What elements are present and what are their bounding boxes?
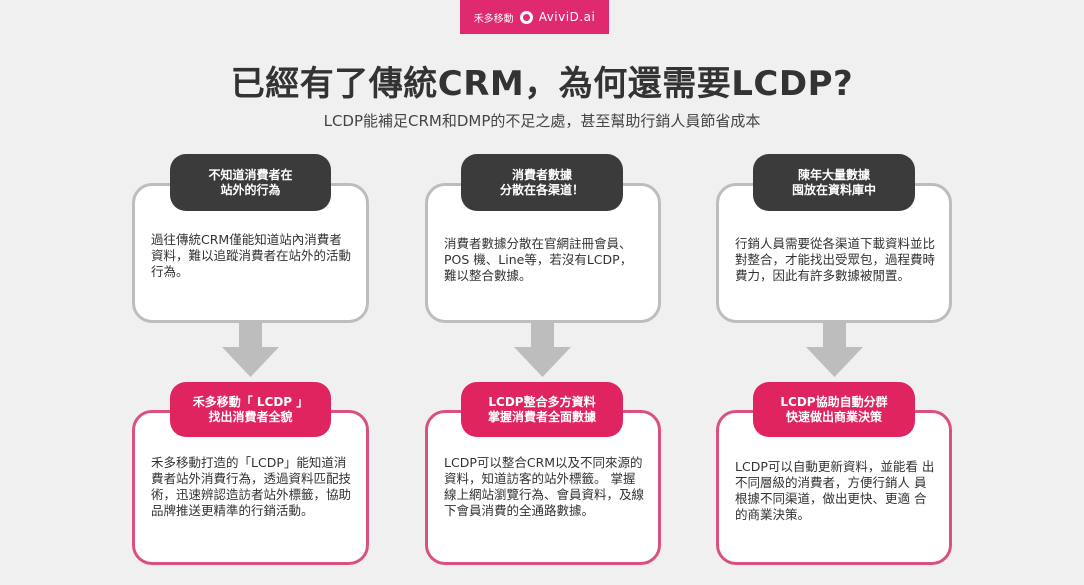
problem-pill-3: 陳年大量數據 囤放在資料庫中 [753,154,915,211]
solution-title-line2-2: 掌握消費者全面數據 [487,409,596,424]
problem-title-line1-3: 陳年大量數據 [797,167,870,182]
problem-pill-2: 消費者數據 分散在各渠道！ [461,154,623,211]
solution-pill-2: LCDP整合多方資料 掌握消費者全面數據 [461,382,623,437]
solution-text-2: LCDP可以整合CRM以及不同來源的 資料，知道訪客的站外標籤。 掌握線上網站瀏… [444,455,645,518]
problem-title-line2-2: 分散在各渠道！ [499,182,584,197]
page-title: 已經有了傳統CRM，為何還需要LCDP? [230,64,854,104]
solution-text-1: 禾多移動打造的「LCDP」能知道消費者站外消費行為，透過資料匹配技術，迅速辨認造… [151,455,352,518]
problem-title-line1-1: 不知道消費者在 [208,167,293,182]
problem-text-1: 過往傳統CRM僅能知道站內消費者資料，難以追蹤消費者在站外的活動行為。 [151,232,352,279]
problem-title-line2-1: 站外的行為 [220,182,281,197]
solution-pill-1: 禾多移動「 LCDP 」 找出消費者全貌 [170,382,331,437]
solution-title-line1-1: 禾多移動「 LCDP 」 [192,394,309,409]
down-arrow-icon [514,323,571,377]
problem-pill-1: 不知道消費者在 站外的行為 [170,154,331,211]
problem-title-line2-3: 囤放在資料庫中 [791,182,876,197]
brand-name: AviviD.ai [538,10,596,24]
problem-title-line1-2: 消費者數據 [511,167,572,182]
solution-title-line2-3: 快速做出商業決策 [785,409,882,424]
problem-text-2: 消費者數據分散在官網註冊會員、POS 機、Line等，若沒有LCDP，難以整合數… [444,236,633,283]
solution-title-line2-1: 找出消費者全貌 [208,409,293,424]
solution-text-3: LCDP可以自動更新資料，並能看 出不同層級的消費者，方便行銷人 員根據不同渠道… [735,459,935,522]
down-arrow-icon [222,323,279,377]
solution-pill-3: LCDP協助自動分群 快速做出商業決策 [753,382,915,437]
problem-text-3: 行銷人員需要從各渠道下載資料並比對整合，才能找出受眾包，過程費時費力，因此有許多… [735,236,936,283]
page-subtitle: LCDP能補足CRM和DMP的不足之處，甚至幫助行銷人員節省成本 [323,112,761,130]
brand-bar: 禾多移動 AviviD.ai [460,0,609,34]
problem-card-3: 行銷人員需要從各渠道下載資料並比對整合，才能找出受眾包，過程費時費力，因此有許多… [716,183,952,323]
brand-sub-label: 禾多移動 [473,13,514,25]
down-arrow-icon [806,323,863,377]
solution-title-line1-3: LCDP協助自動分群 [780,394,888,409]
solution-title-line1-2: LCDP整合多方資料 [488,394,596,409]
avivid-logo-icon [519,10,533,24]
